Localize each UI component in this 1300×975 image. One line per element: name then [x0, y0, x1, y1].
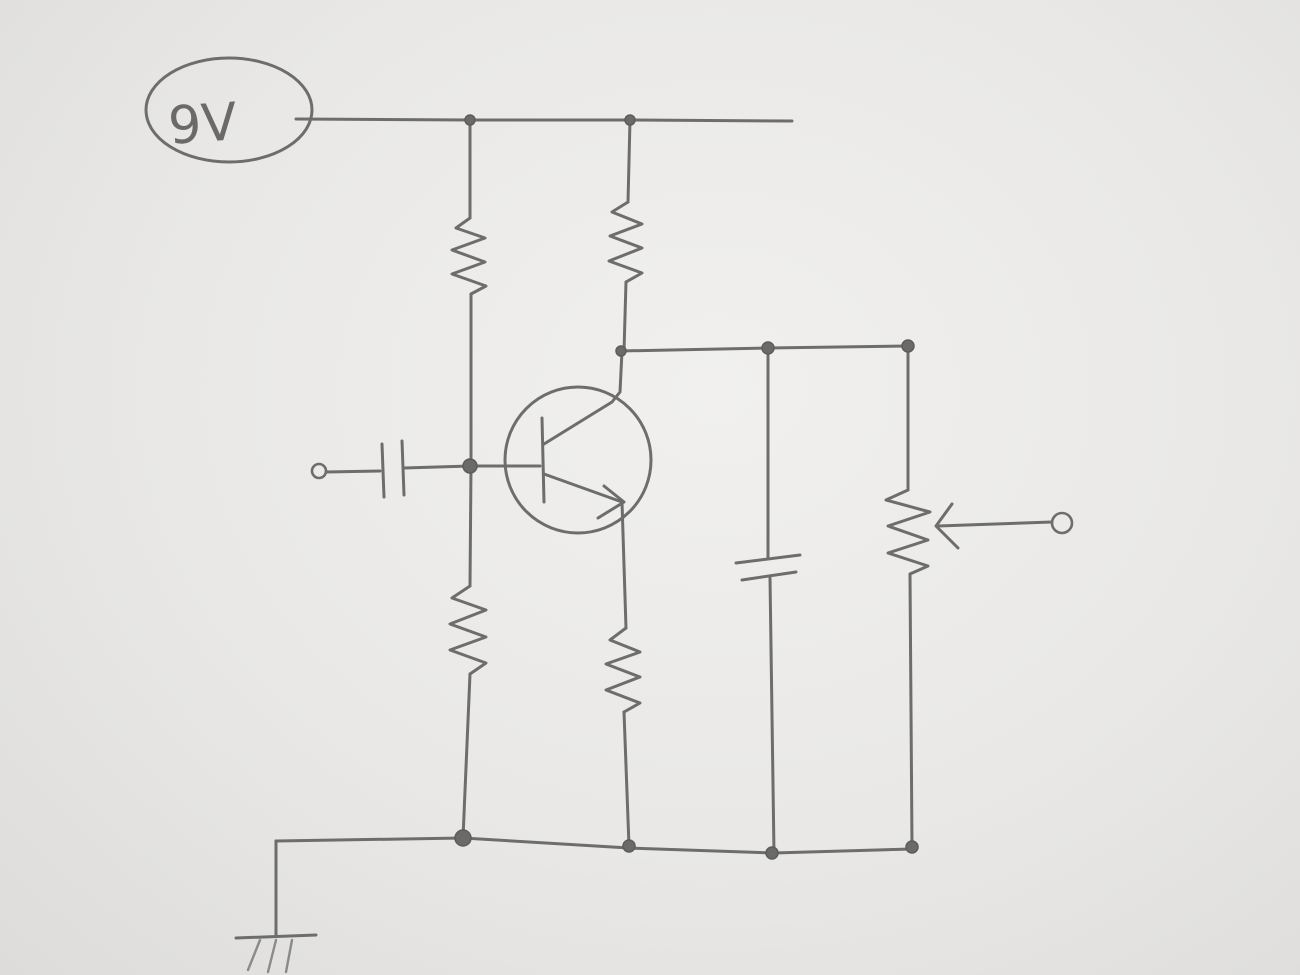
input-capacitor — [310, 439, 472, 499]
junction-dot — [765, 846, 779, 860]
bias-resistor-top — [450, 118, 488, 467]
supply-label: 9V — [166, 92, 239, 157]
transistor-collector — [542, 349, 624, 446]
wiper-arrow-icon — [934, 502, 960, 550]
supply-circle — [144, 56, 314, 164]
bias-resistor-bottom — [448, 464, 488, 840]
junction-dot — [901, 339, 915, 353]
output-terminal[interactable] — [1050, 511, 1074, 535]
transistor-base-bar — [540, 416, 546, 504]
junction-dot — [761, 341, 775, 355]
potentiometer — [884, 344, 1074, 848]
wiper-wire — [936, 520, 1054, 528]
junction-dot — [905, 840, 919, 854]
junction-dot — [622, 839, 636, 853]
emitter-arrow-icon — [596, 484, 626, 520]
junction-dot — [462, 458, 478, 474]
supply-rail — [294, 117, 794, 123]
transistor-emitter — [542, 472, 624, 504]
collector-resistor — [607, 118, 644, 353]
ground-rail — [274, 836, 914, 855]
junction-dot — [454, 829, 472, 847]
emitter-resistor — [604, 500, 642, 848]
junction-dot — [615, 345, 627, 357]
input-terminal[interactable] — [310, 462, 328, 480]
output-capacitor — [734, 346, 802, 855]
junction-dots — [454, 114, 919, 860]
npn-transistor — [503, 349, 653, 535]
transistor-envelope — [503, 385, 653, 535]
junction-dot — [464, 114, 476, 126]
supply-source: 9V — [144, 56, 314, 164]
junction-dot — [624, 114, 636, 126]
ground-symbol-icon — [234, 839, 318, 974]
